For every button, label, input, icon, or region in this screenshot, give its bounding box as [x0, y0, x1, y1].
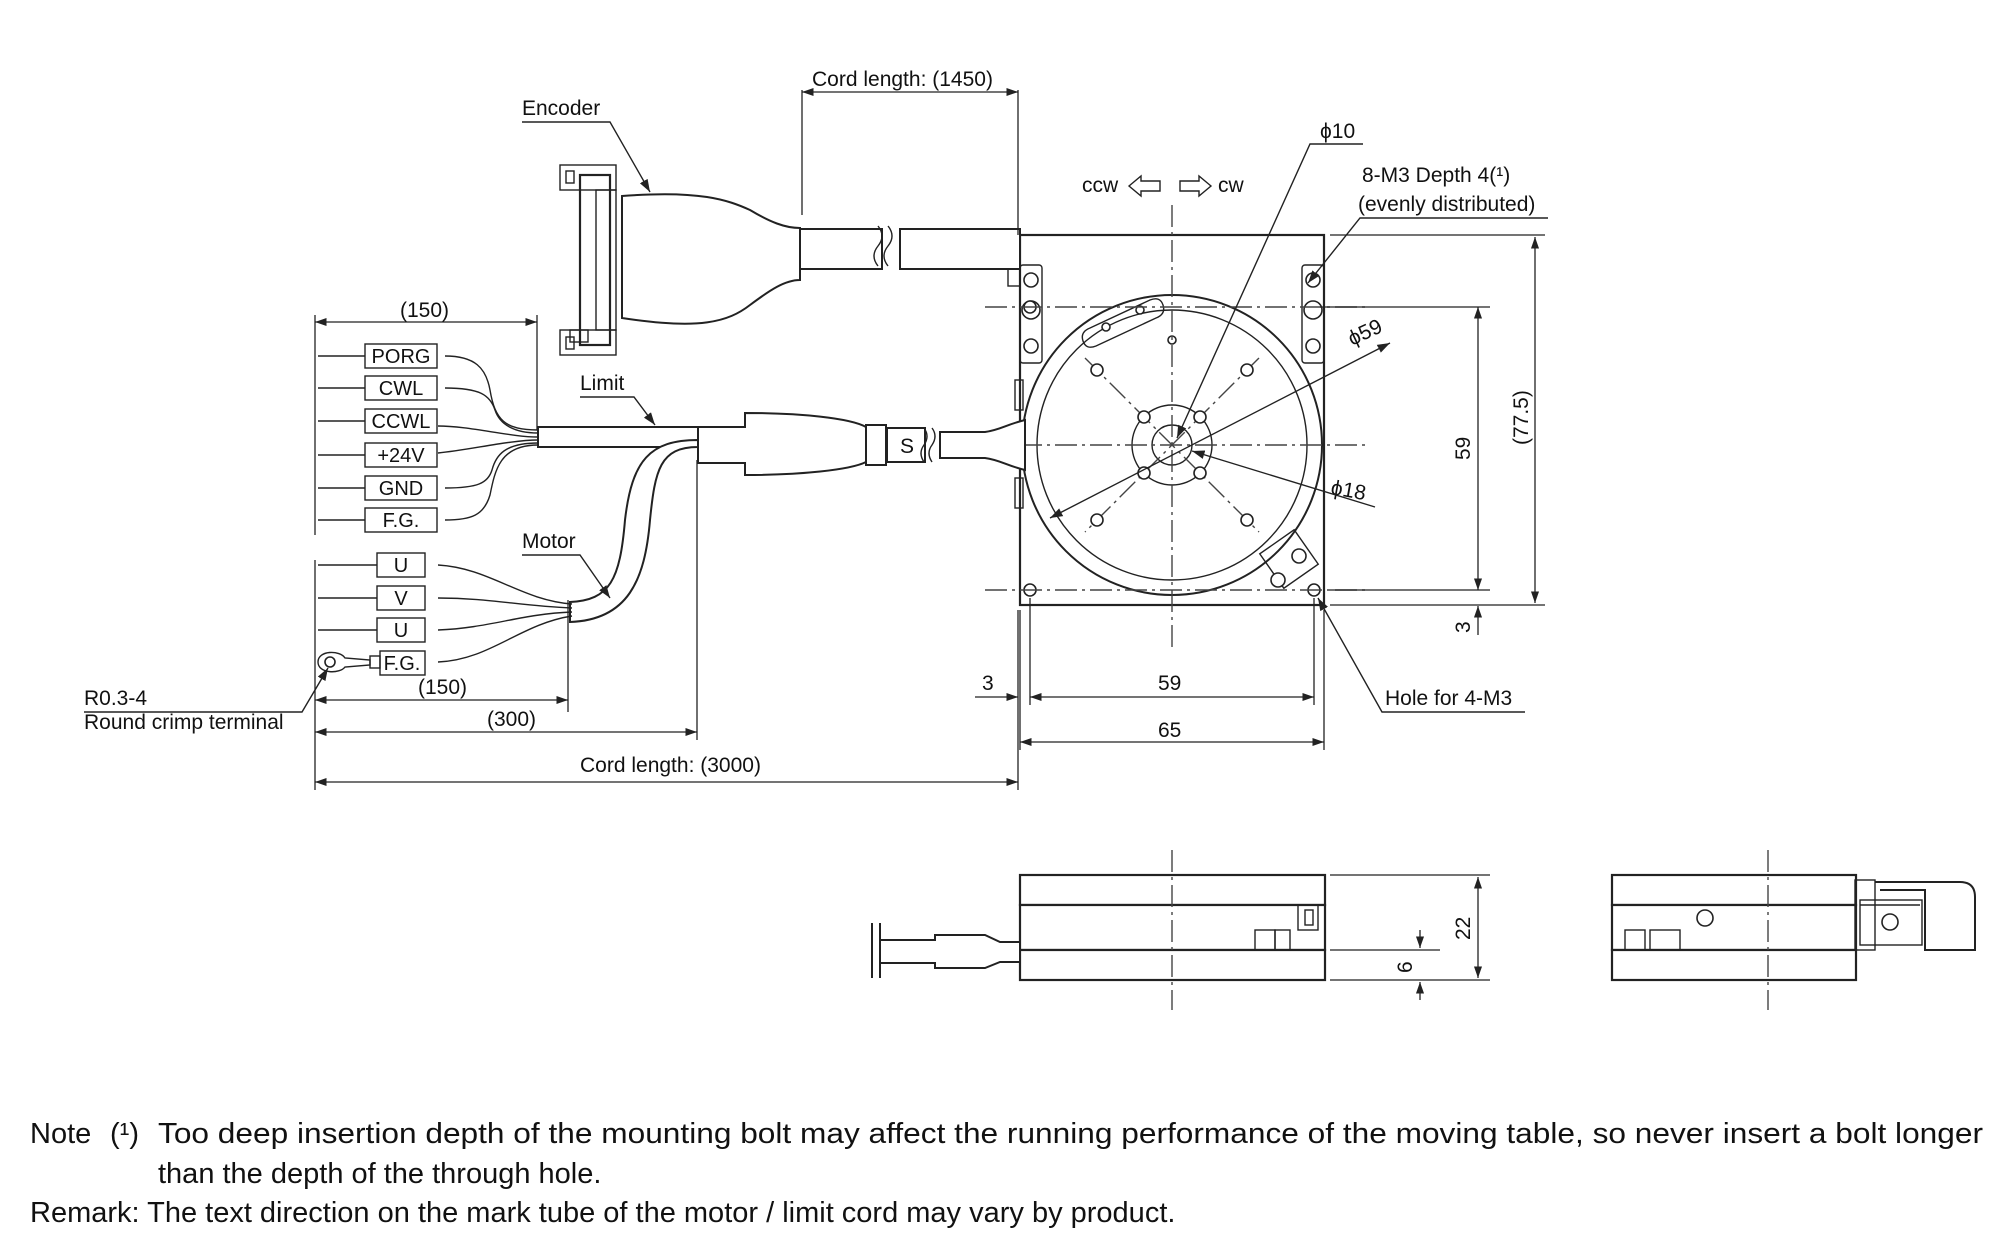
dim-150-top: (150): [400, 299, 449, 322]
remark: Remark: The text direction on the mark t…: [30, 1197, 1175, 1229]
limit-wire-fan: [437, 355, 539, 521]
dim-59-h: 59: [1158, 672, 1181, 695]
phi59-label: ϕ59: [1344, 315, 1386, 351]
wire-label-gnd: GND: [379, 478, 423, 500]
encoder-cable: [559, 164, 1021, 356]
dimension-22: 22: [1330, 874, 1490, 981]
dimension-300: (300): [315, 460, 698, 740]
motor-wire-labels: U V U F.G.: [317, 552, 426, 676]
motor-wire-fan: [437, 564, 573, 663]
dimension-59-horizontal: 59: [1029, 598, 1315, 705]
wire-label-v: V: [394, 588, 408, 610]
phi10-label: ϕ10: [1320, 120, 1355, 143]
dimension-150-top: (150): [314, 299, 538, 535]
note-line-2: than the depth of the through hole.: [158, 1158, 601, 1190]
dim-77-5: (77.5): [1510, 390, 1533, 445]
note-line-1: Too deep insertion depth of the mounting…: [158, 1118, 1983, 1150]
wire-label-u1: U: [394, 555, 408, 577]
dimension-65: 65: [1019, 610, 1325, 750]
crimp-label-2: Round crimp terminal: [84, 711, 284, 734]
dimension-3-left: 3: [975, 672, 1018, 702]
limit-motor-cable: S: [537, 411, 1026, 624]
dimension-cord-3000: Cord length: (3000): [315, 610, 1019, 790]
wire-box-gnd: [364, 475, 438, 501]
phi18-label: ϕ18: [1329, 476, 1368, 505]
wire-label-cwl: CWL: [379, 378, 423, 400]
wire-box-24v: [364, 442, 438, 468]
wire-label-porg: PORG: [372, 346, 431, 368]
ccw-label: ccw: [1082, 174, 1119, 197]
wire-box-v: [376, 585, 426, 611]
crimp-label-1: R0.3-4: [84, 687, 147, 710]
hole-4m3-label: Hole for 4-M3: [1385, 687, 1512, 710]
dimension-3-right: 3: [1452, 606, 1483, 635]
stage-end-view: [1610, 850, 1976, 1010]
wire-box-cwl: [364, 375, 438, 401]
m3-label-1: 8-M3 Depth 4(¹): [1362, 164, 1510, 187]
wire-label-u2: U: [394, 620, 408, 642]
m3-label-2: (evenly distributed): [1358, 193, 1535, 216]
dim-22: 22: [1452, 917, 1475, 940]
wire-label-ccwl: CCWL: [372, 411, 431, 433]
dim-6: 6: [1394, 961, 1417, 973]
limit-label: Limit: [580, 372, 625, 395]
wire-box-fg-limit: [364, 507, 438, 533]
stage-top-view: [985, 205, 1370, 650]
cord-1450-label: Cord length: (1450): [812, 68, 993, 91]
wire-box-porg: [364, 343, 438, 369]
note-prefix: Note: [30, 1118, 91, 1150]
dim-300: (300): [487, 708, 536, 731]
stage-side-view: [871, 850, 1327, 1010]
notes: Note (¹) Too deep insertion depth of the…: [30, 1118, 1983, 1229]
wire-box-fg-motor: [379, 650, 426, 676]
wire-label-fg-limit: F.G.: [383, 510, 420, 532]
rotation-direction: ccw cw: [1082, 174, 1245, 198]
dimension-59-vertical: 59: [1320, 306, 1490, 591]
dimension-6: 6: [1330, 930, 1440, 1000]
wire-box-u2: [376, 617, 426, 643]
limit-wire-labels: PORG CWL CCWL +24V GND F.G.: [318, 343, 438, 533]
dim-3-left: 3: [982, 672, 994, 695]
dimension-150-bottom: (150): [314, 560, 569, 790]
encoder-label: Encoder: [522, 97, 600, 120]
dim-65: 65: [1158, 719, 1181, 742]
dimension-77-5: (77.5): [1330, 234, 1545, 606]
dim-150-bottom: (150): [418, 676, 467, 699]
wire-box-u1: [376, 552, 426, 578]
dim-59-v: 59: [1452, 437, 1475, 460]
wire-label-24v: +24V: [377, 445, 425, 467]
shield-mark: S: [900, 435, 914, 458]
motor-label: Motor: [522, 530, 576, 553]
wire-label-fg-motor: F.G.: [384, 653, 421, 675]
cord-3000-label: Cord length: (3000): [580, 754, 761, 777]
cw-label: cw: [1218, 174, 1245, 197]
encoder-connector: [578, 173, 612, 347]
dimension-cord-1450: Cord length: (1450): [801, 68, 1019, 235]
wire-box-ccwl: [364, 408, 438, 434]
dim-3-right: 3: [1452, 621, 1475, 633]
note-mark: (¹): [110, 1118, 139, 1150]
